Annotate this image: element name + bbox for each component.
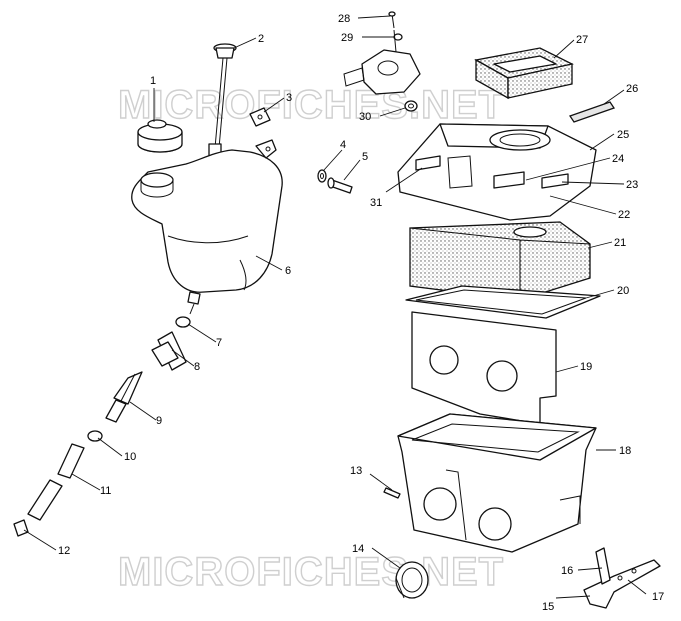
callout-26: 26 (626, 83, 638, 95)
callout-19: 19 (580, 361, 592, 373)
callout-23: 23 (626, 179, 638, 191)
callout-28: 28 (338, 13, 350, 25)
leader-lines (23, 15, 647, 599)
air-box-lid (397, 123, 597, 221)
fuel-hose-11 (27, 443, 85, 521)
callout-12: 12 (58, 545, 70, 557)
screw-28 (388, 11, 396, 29)
callout-10: 10 (124, 451, 136, 463)
callout-9: 9 (156, 415, 162, 427)
callout-5: 5 (362, 151, 368, 163)
washer-4 (317, 169, 327, 183)
callout-18: 18 (619, 445, 631, 457)
callout-30: 30 (359, 111, 371, 123)
fuel-tank (131, 139, 283, 315)
breather-valve (343, 29, 421, 95)
callout-11: 11 (100, 485, 111, 497)
callout-25: 25 (617, 129, 629, 141)
callout-20: 20 (617, 285, 629, 297)
callout-4: 4 (340, 139, 346, 151)
mounting-bracket-3 (249, 107, 271, 127)
screw-13 (383, 487, 401, 499)
hose-clamp-7 (175, 316, 191, 328)
callout-3: 3 (286, 92, 292, 104)
callout-7: 7 (216, 337, 222, 349)
grommet-30 (404, 100, 418, 112)
bolt-5 (327, 177, 353, 194)
air-box-base (397, 413, 597, 553)
callout-22: 22 (618, 209, 630, 221)
gasket-20 (405, 285, 601, 319)
strip-26 (568, 101, 616, 123)
fuel-filter-9 (105, 371, 143, 423)
air-filter-foam (409, 221, 591, 301)
callout-1: 1 (150, 75, 156, 87)
filter-plate-19 (411, 311, 557, 425)
callout-27: 27 (576, 34, 588, 46)
callout-21: 21 (614, 237, 626, 249)
callout-6: 6 (285, 265, 291, 277)
watermark-bottom: MICROFICHES.NET (118, 550, 504, 594)
callout-2: 2 (258, 33, 264, 45)
callout-17: 17 (652, 591, 664, 603)
clamp-ring-14 (395, 561, 429, 599)
fuel-hose-8 (151, 331, 187, 371)
fuel-cap (137, 119, 183, 153)
callout-16: 16 (561, 565, 573, 577)
callout-15: 15 (542, 601, 554, 613)
fuel-gauge-sender (208, 43, 237, 157)
callout-labels: 1 2 3 4 5 6 7 8 9 10 11 12 13 14 15 16 1… (58, 13, 664, 613)
callout-13: 13 (350, 465, 362, 477)
callout-8: 8 (194, 361, 200, 373)
callout-31: 31 (370, 197, 382, 209)
mounting-bracket-15 (583, 547, 661, 609)
foam-block-27 (474, 47, 574, 100)
hose-clamp-12 (13, 519, 29, 537)
callout-29: 29 (341, 32, 353, 44)
watermark-top: MICROFICHES.NET (118, 83, 504, 127)
callout-24: 24 (612, 153, 624, 165)
callout-14: 14 (352, 543, 364, 555)
